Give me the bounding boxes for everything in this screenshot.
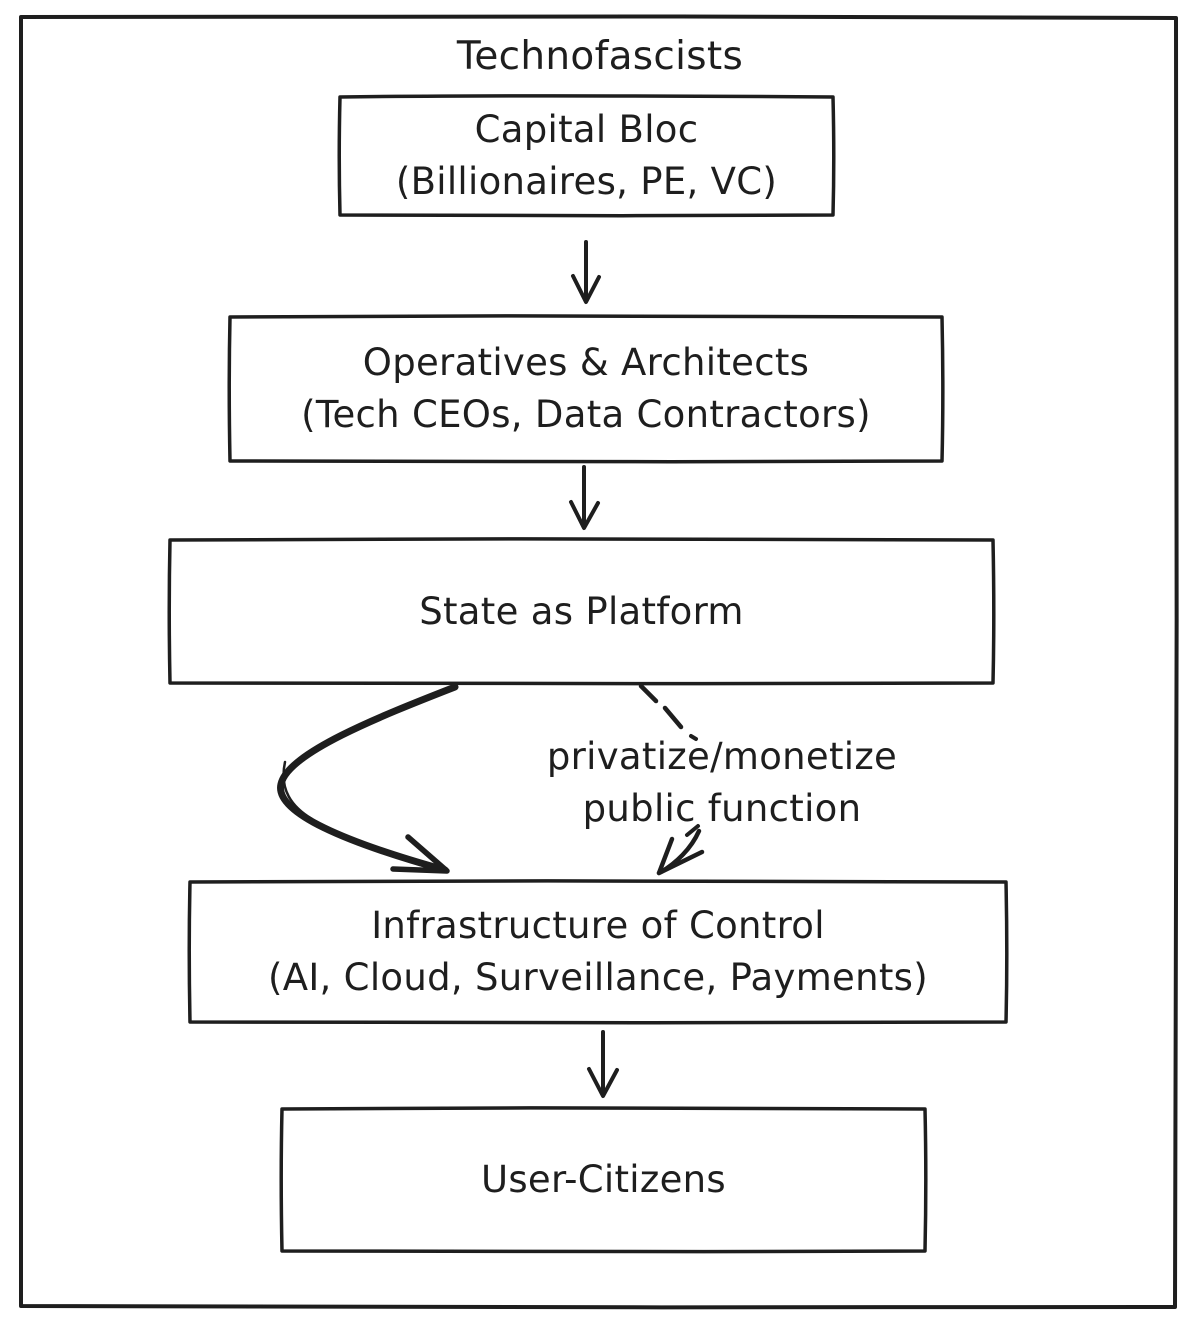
frame-border [17, 14, 1179, 1310]
node-capital-bloc: Capital Bloc (Billionaires, PE, VC) [338, 95, 835, 217]
node-user-citizens-box [279, 1106, 928, 1254]
edge-label-privatize-monetize: privatize/monetize public function [518, 730, 926, 836]
node-operatives-box [227, 314, 945, 464]
node-infrastructure-line1: Infrastructure of Control [371, 904, 825, 947]
node-state-platform-box [167, 537, 996, 686]
arrow-state-to-infrastructure-curved [277, 683, 459, 874]
arrow-operatives-to-state [569, 465, 600, 530]
arrow-state-to-infrastructure-dashed [638, 683, 705, 876]
node-state-platform: State as Platform [168, 538, 995, 685]
node-infrastructure: Infrastructure of Control (AI, Cloud, Su… [188, 880, 1008, 1024]
edge-label-line1: privatize/monetize [546, 735, 898, 778]
node-capital-bloc-box [337, 94, 836, 218]
node-operatives: Operatives & Architects (Tech CEOs, Data… [228, 315, 944, 463]
node-infrastructure-box [187, 879, 1009, 1025]
node-operatives-line1: Operatives & Architects [362, 341, 810, 384]
arrow-infrastructure-to-users [587, 1030, 619, 1098]
node-operatives-line2: (Tech CEOs, Data Contractors) [301, 393, 871, 436]
arrow-capital-to-operatives [571, 240, 601, 304]
diagram-title: Technofascists [400, 28, 800, 86]
node-infrastructure-line2: (AI, Cloud, Surveillance, Payments) [268, 956, 928, 999]
node-capital-bloc-line1: Capital Bloc [474, 108, 699, 151]
diagram-title-text: Technofascists [456, 34, 744, 79]
node-user-citizens: User-Citizens [280, 1107, 927, 1253]
edge-label-line2: public function [582, 787, 862, 830]
node-capital-bloc-line2: (Billionaires, PE, VC) [395, 160, 778, 203]
node-state-platform-line1: State as Platform [419, 589, 744, 633]
node-user-citizens-line1: User-Citizens [480, 1158, 727, 1201]
